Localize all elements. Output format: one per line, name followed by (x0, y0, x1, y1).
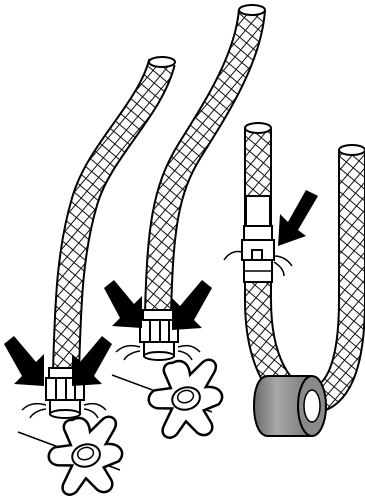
grey-ferrite-ring (252, 375, 327, 437)
middle-star-knob (147, 358, 224, 439)
middle-water-drip (115, 344, 201, 361)
left-hose-assembly (4, 56, 176, 496)
left-water-drip (21, 402, 107, 419)
middle-hex-nut (139, 309, 179, 361)
right-water-drip (223, 250, 293, 277)
middle-pressure-arrow-left (104, 280, 142, 328)
middle-hose-assembly (104, 4, 266, 439)
left-pressure-arrow-right (72, 336, 112, 386)
middle-pressure-arrow-right (172, 280, 212, 330)
right-crimp-coupling (241, 195, 275, 283)
left-hex-nut (45, 367, 85, 419)
left-star-knob (47, 415, 124, 496)
right-hose-loop (223, 122, 365, 437)
right-leak-arrow (278, 190, 318, 246)
left-pressure-arrow-left (4, 336, 44, 386)
